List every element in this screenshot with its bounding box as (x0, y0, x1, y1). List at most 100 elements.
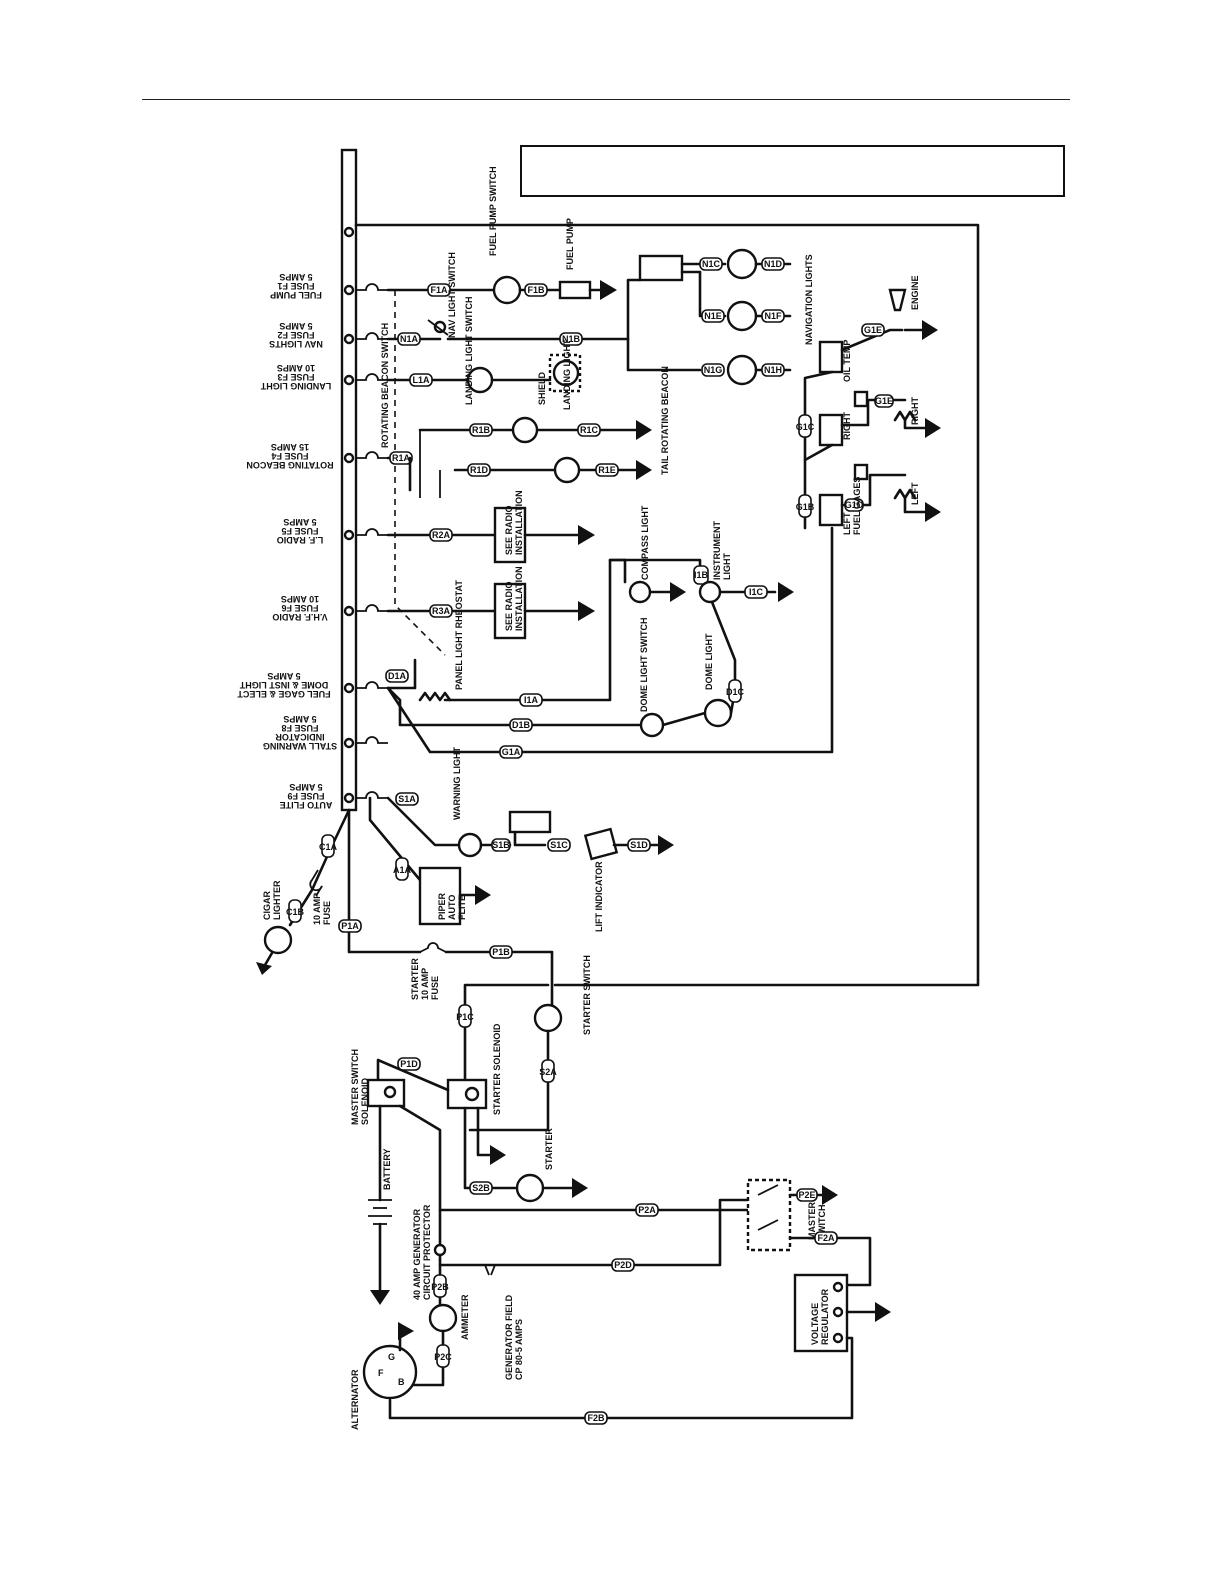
svg-text:REGULATOR: REGULATOR (820, 1288, 830, 1345)
svg-text:N1F: N1F (764, 311, 782, 321)
svg-text:5 AMPS: 5 AMPS (279, 321, 312, 331)
fuse-label-rotating-beacon: ROTATING BEACON FUSE F4 15 AMPS (246, 442, 333, 470)
svg-text:D1C: D1C (726, 687, 745, 697)
svg-text:5 AMPS: 5 AMPS (267, 671, 300, 681)
svg-text:P1A: P1A (341, 921, 359, 931)
dome-light-switch-icon (639, 712, 665, 738)
starter-solenoid-box (446, 1078, 488, 1110)
svg-text:NAVIGATION LIGHTS: NAVIGATION LIGHTS (804, 254, 814, 345)
ground-icon (370, 1290, 390, 1305)
fuel-pump-icon (558, 280, 592, 300)
svg-text:5 AMPS: 5 AMPS (279, 272, 312, 282)
svg-text:VOLTAGE: VOLTAGE (810, 1303, 820, 1345)
svg-text:AUTO FLITE: AUTO FLITE (280, 800, 333, 810)
main-feed-loop (354, 223, 980, 987)
oil-temp-box (818, 340, 844, 374)
ground-icon (636, 420, 652, 440)
svg-text:FUSE F3: FUSE F3 (277, 372, 314, 382)
svg-text:F: F (378, 1368, 384, 1378)
svg-text:CIGAR: CIGAR (262, 891, 272, 921)
svg-text:LIFT INDICATOR: LIFT INDICATOR (594, 861, 604, 932)
fuse-label-lf-radio: L.F. RADIO FUSE F5 5 AMPS (277, 517, 324, 545)
svg-text:N1D: N1D (764, 259, 783, 269)
fuel-pump-circuit: F1A F1B FUEL PUMP SWITCH FUEL PUMP (386, 166, 617, 305)
fuse-label-vhf-radio: V.H.F. RADIO FUSE F6 10 AMPS (272, 594, 327, 622)
engine-sender-icon (888, 288, 907, 312)
cigar-lighter-circuit: C1A C1B CIGAR LIGHTER 10 AMP FUSE (256, 808, 351, 975)
svg-text:DOME & INST LIGHT: DOME & INST LIGHT (239, 680, 328, 690)
svg-text:P2C: P2C (434, 1352, 452, 1362)
lift-indicator-icon (583, 827, 619, 861)
ground-icon (670, 582, 686, 602)
svg-text:GENERATOR FIELD: GENERATOR FIELD (504, 1294, 514, 1380)
svg-text:L.F. RADIO: L.F. RADIO (277, 535, 324, 545)
svg-text:G: G (388, 1352, 395, 1362)
title-box (520, 145, 1065, 197)
alternator-icon (362, 1344, 418, 1400)
fuse-label-stall-warning: STALL WARNING INDICATOR FUSE F8 5 AMPS (263, 714, 337, 751)
svg-text:BATTERY: BATTERY (382, 1149, 392, 1191)
svg-text:10 AMP: 10 AMP (312, 893, 322, 925)
svg-text:DOME LIGHT SWITCH: DOME LIGHT SWITCH (639, 618, 649, 713)
svg-text:G1B: G1B (796, 502, 815, 512)
nav-light-icon (726, 248, 758, 280)
svg-text:15 AMPS: 15 AMPS (271, 442, 309, 452)
ground-icon (922, 320, 938, 340)
svg-text:INSTALLATION: INSTALLATION (514, 566, 524, 631)
svg-text:NAV LIGHTS: NAV LIGHTS (269, 339, 323, 349)
svg-text:10 AMPS: 10 AMPS (277, 363, 315, 373)
nav-light-icon (726, 354, 758, 386)
vhf-radio-circuit: R3A SEE RADIO INSTALLATION (386, 566, 595, 640)
svg-text:OIL TEMP: OIL TEMP (842, 340, 852, 382)
svg-text:N1C: N1C (702, 259, 721, 269)
stall-warning-circuit: S1A WARNING LIGHT S1B S1C S1D LIFT INDIC… (386, 747, 674, 932)
master-solenoid-box (366, 1078, 406, 1108)
svg-text:F2A: F2A (817, 1233, 835, 1243)
svg-text:FUSE F4: FUSE F4 (271, 451, 308, 461)
ground-icon (658, 835, 674, 855)
svg-text:STARTER SWITCH: STARTER SWITCH (582, 955, 592, 1035)
nav-lights-circuit: N1A N1B N1C N1D N1E N1F N1G N1H NAVIGATI… (386, 248, 814, 386)
svg-text:P2A: P2A (638, 1205, 656, 1215)
svg-text:R1B: R1B (472, 425, 491, 435)
cigar-lighter-icon (263, 925, 293, 955)
svg-text:I1B: I1B (694, 570, 709, 580)
svg-text:CIRCUIT PROTECTOR: CIRCUIT PROTECTOR (422, 1204, 432, 1300)
dome-light-icon (703, 698, 733, 728)
svg-text:NAV LIGHT SWITCH: NAV LIGHT SWITCH (447, 252, 457, 338)
svg-text:RIGHT: RIGHT (910, 397, 920, 426)
fuel-pump-switch-icon (492, 275, 522, 305)
svg-text:10 AMPS: 10 AMPS (281, 594, 319, 604)
svg-text:FUEL GAGE & ELECT: FUEL GAGE & ELECT (237, 689, 331, 699)
sender-icon (853, 390, 869, 408)
svg-text:V.H.F. RADIO: V.H.F. RADIO (272, 612, 327, 622)
ground-icon (600, 280, 617, 300)
ground-icon (578, 525, 595, 545)
svg-text:SWITCH: SWITCH (817, 1205, 827, 1241)
fuel-gage-circuit: G1A G1B G1C G1D G1E FUEL GAGES LEFT RIGH… (386, 275, 941, 759)
svg-text:FUSE: FUSE (430, 976, 440, 1000)
svg-text:LIGHT: LIGHT (722, 553, 732, 580)
svg-text:FUEL GAGES: FUEL GAGES (852, 477, 862, 535)
ground-icon (778, 582, 794, 602)
svg-text:S1D: S1D (630, 840, 648, 850)
svg-text:LANDING LIGHT: LANDING LIGHT (562, 339, 572, 410)
ground-icon (572, 1178, 588, 1198)
see-radio-box (493, 506, 527, 564)
svg-text:ALTERNATOR: ALTERNATOR (350, 1369, 360, 1430)
beacon-light-icon (553, 456, 581, 484)
starter-motor-icon (515, 1173, 545, 1203)
rotating-beacon-circuit: R1A R1B R1C R1D R1E ROTATING BEACON SWIT… (380, 323, 670, 498)
svg-text:S1B: S1B (492, 840, 510, 850)
svg-text:FUEL PUMP: FUEL PUMP (270, 290, 322, 300)
fuse-label-dome-inst-light: FUEL GAGE & ELECT DOME & INST LIGHT 5 AM… (237, 671, 331, 699)
fuel-gage-right-box (818, 413, 844, 447)
svg-text:SHIELD: SHIELD (537, 371, 547, 405)
svg-text:D1A: D1A (388, 671, 407, 681)
svg-text:FUSE F2: FUSE F2 (277, 330, 314, 340)
svg-text:G1E: G1E (875, 396, 893, 406)
ground-icon (822, 1185, 838, 1205)
fuse-label-auto-flite: AUTO FLITE FUSE F9 5 AMPS (280, 782, 333, 810)
svg-text:R1D: R1D (470, 465, 489, 475)
